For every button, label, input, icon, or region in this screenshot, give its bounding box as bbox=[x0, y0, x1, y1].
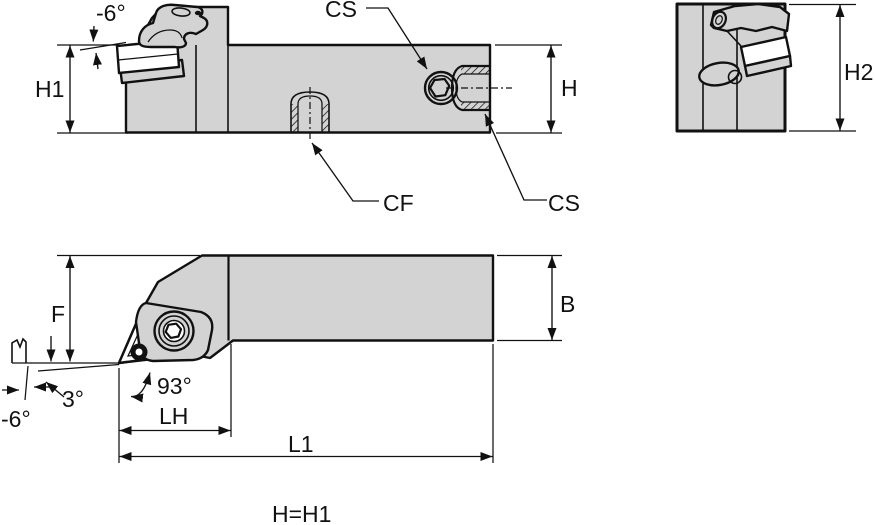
label-L1: L1 bbox=[288, 431, 314, 457]
clamp-side bbox=[137, 3, 209, 49]
label-CS-end: CS bbox=[548, 190, 580, 216]
label-3deg: 3° bbox=[62, 386, 84, 412]
dimension-B: B bbox=[497, 254, 575, 342]
clamp-screw-top-view bbox=[153, 310, 195, 352]
clamp-screw-end-view bbox=[711, 10, 727, 30]
clamp-nose-hole bbox=[130, 343, 148, 361]
clamp-inner-curve bbox=[147, 29, 183, 43]
dimension-lead-angle: 93° bbox=[130, 372, 192, 403]
dimension-H: H bbox=[495, 44, 578, 134]
coolant-nozzle-tip bbox=[727, 69, 743, 85]
label-H1: H1 bbox=[35, 76, 64, 102]
label-LH: LH bbox=[159, 403, 188, 429]
clamp-pin-detail bbox=[194, 10, 202, 16]
label-B: B bbox=[560, 291, 575, 317]
side-view: H1 -6° H CS CF CS bbox=[35, 0, 580, 216]
label-CS-top: CS bbox=[325, 0, 357, 22]
inclination-tick bbox=[24, 365, 29, 401]
label-H: H bbox=[561, 75, 578, 101]
dimension-rake-angle: -6° bbox=[79, 0, 127, 70]
label-CF: CF bbox=[383, 190, 414, 216]
dimension-H1: H1 bbox=[35, 44, 128, 134]
end-view: H2 bbox=[675, 2, 873, 133]
leader-CS-end: CS bbox=[484, 113, 580, 216]
clamp-screw-hex-socket bbox=[423, 70, 459, 106]
leader-CS-top: CS bbox=[325, 0, 428, 70]
top-view: F 3° -6° 93° LH bbox=[1, 254, 575, 463]
label-H2: H2 bbox=[844, 59, 873, 85]
leader-CF: CF bbox=[311, 142, 414, 216]
label-minus6-top-view: -6° bbox=[1, 406, 31, 432]
label-93deg: 93° bbox=[157, 373, 192, 399]
dimension-LH: LH bbox=[118, 344, 232, 463]
dimension-H2: H2 bbox=[789, 3, 873, 132]
label-minus6-side: -6° bbox=[96, 0, 126, 26]
insert-underside-end-view bbox=[743, 54, 793, 78]
hex-socket-top-view bbox=[164, 322, 183, 339]
label-F: F bbox=[51, 301, 65, 327]
dimension-F: F bbox=[46, 254, 200, 362]
insert-face-line bbox=[117, 53, 179, 61]
workpiece-corner-symbol bbox=[11, 337, 27, 363]
hex-socket bbox=[428, 77, 451, 98]
pocket-edge bbox=[726, 30, 742, 47]
equivalence-note: H=H1 bbox=[272, 501, 331, 525]
end-cutting-edge-line bbox=[37, 363, 120, 372]
end-screw-bore bbox=[446, 64, 512, 112]
clamp-crown-detail bbox=[171, 7, 191, 17]
nose-angle-references: 3° -6° bbox=[1, 337, 120, 432]
coolant-inlet-hole bbox=[290, 87, 330, 141]
dimension-L1: L1 bbox=[119, 344, 494, 463]
